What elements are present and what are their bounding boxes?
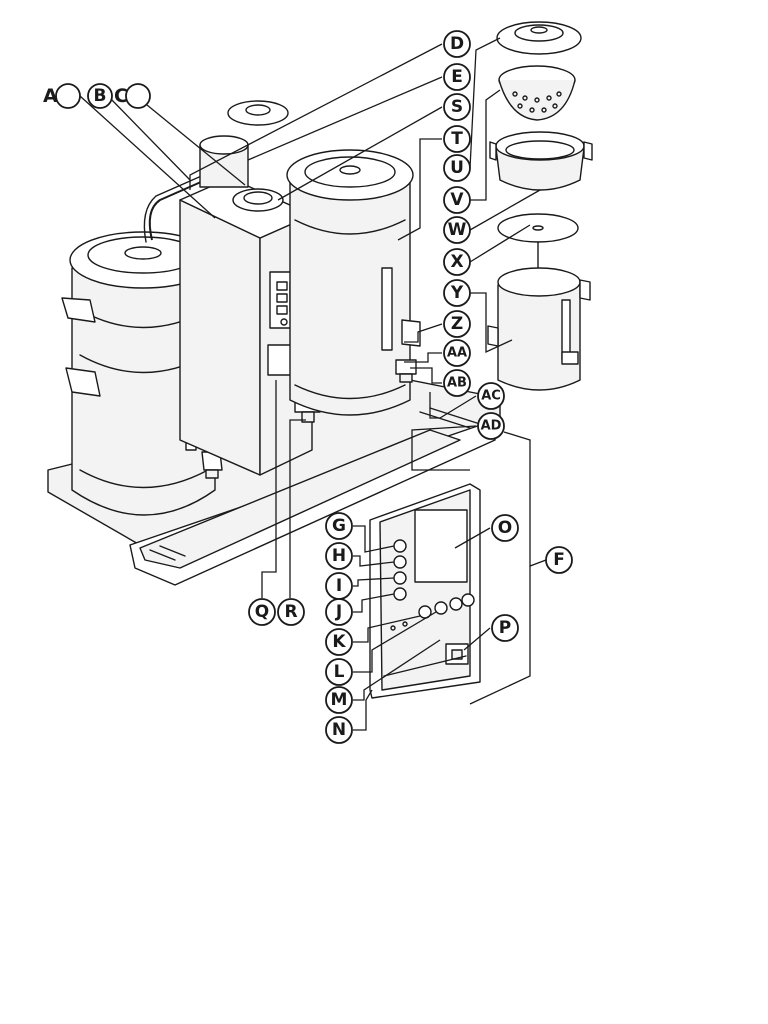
callout-H: H <box>332 546 346 566</box>
filter-holes <box>512 91 562 113</box>
callout-AA: AA <box>447 346 467 361</box>
exploded-filter-basket <box>498 65 576 121</box>
callout-X: X <box>450 252 463 272</box>
callout-P: P <box>499 618 511 638</box>
callout-V: V <box>450 190 464 210</box>
callouts: A B C D E S T U V W X Y Z AA AB AC <box>43 30 573 744</box>
callout-C: C <box>114 85 128 107</box>
callout-W: W <box>448 220 467 240</box>
callout-Z: Z <box>451 314 463 334</box>
callout-F: F <box>553 550 565 570</box>
drip-grid <box>149 407 481 561</box>
callout-B-circle <box>87 83 113 109</box>
callout-L: L <box>334 662 345 682</box>
callout-K: K <box>332 632 346 652</box>
leader-lines <box>79 37 547 731</box>
callout-AB: AB <box>447 376 467 391</box>
right-urn <box>286 149 421 416</box>
callout-Q: Q <box>255 602 269 622</box>
exploded-lid <box>496 21 582 55</box>
callout-A: A <box>43 85 58 107</box>
exploded-brew-container <box>489 131 593 191</box>
callout-E: E <box>451 67 463 87</box>
exploded-storage-urn <box>487 267 591 391</box>
callout-A-circle <box>55 83 81 109</box>
exploded-spreader-plate <box>497 213 579 279</box>
callout-Y: Y <box>450 283 464 303</box>
control-panel-detail <box>369 483 481 699</box>
callout-J: J <box>335 602 342 622</box>
callout-T: T <box>451 129 463 149</box>
callout-O: O <box>498 518 512 538</box>
callout-M: M <box>331 690 348 710</box>
callout-B: B <box>94 86 107 106</box>
callout-AD: AD <box>481 419 502 434</box>
callout-N: N <box>332 720 346 740</box>
callout-R: R <box>284 602 297 622</box>
callout-U: U <box>450 158 464 178</box>
callout-G: G <box>332 516 346 536</box>
callout-S: S <box>451 97 463 117</box>
callout-AC: AC <box>481 389 501 404</box>
callout-C-circle <box>125 83 151 109</box>
callout-I: I <box>336 576 342 596</box>
callout-D: D <box>450 34 464 54</box>
